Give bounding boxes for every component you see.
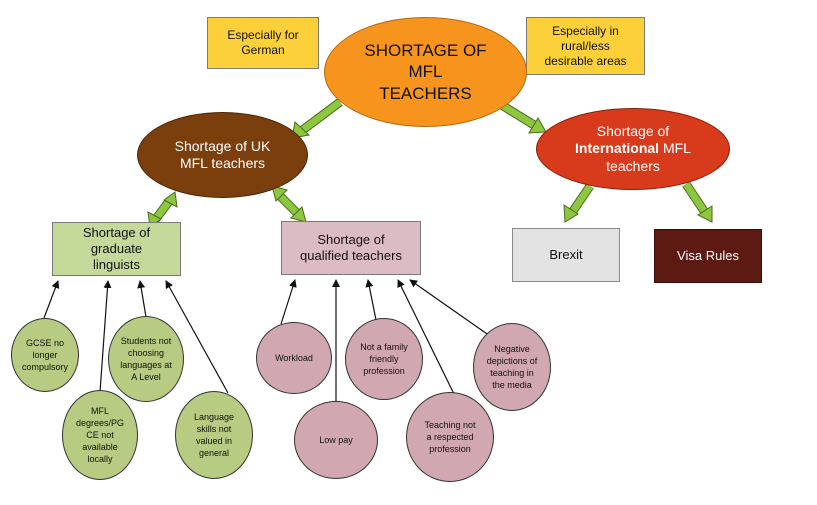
main-topic: SHORTAGE OF MFL TEACHERS (324, 17, 527, 127)
cause-not-respected-text: Teaching not a respected profession (424, 419, 476, 455)
link-students (137, 280, 147, 318)
visa-rules-box: Visa Rules (654, 229, 762, 283)
international-label-post: MFL teachers (606, 140, 691, 174)
cause-low-pay-text: Low pay (319, 434, 353, 445)
cause-degrees-text: MFL degrees/PG CE not available locally (75, 405, 125, 465)
note-especially-german-text: Especially for German (227, 28, 299, 57)
cause-gcse: GCSE no longer compulsory (11, 318, 79, 392)
uk-shortage: Shortage of UK MFL teachers (137, 112, 308, 198)
uk-shortage-label: Shortage of UK MFL teachers (174, 137, 271, 172)
note-rural-areas-text: Especially in rural/less desirable areas (544, 23, 627, 68)
cause-skills: Language skills not valued in general (175, 391, 253, 479)
note-especially-german: Especially for German (207, 17, 319, 69)
international-label-pre: Shortage of (596, 122, 670, 139)
arrow-uk-graduate (147, 191, 178, 228)
cause-not-respected: Teaching not a respected profession (406, 392, 494, 482)
arrow-uk-qualified (271, 185, 307, 223)
link-degrees (99, 280, 112, 393)
cause-workload: Workload (256, 322, 332, 394)
arrow-intl-visa (682, 181, 713, 223)
qualified-teachers-box: Shortage of qualified teachers (281, 221, 421, 275)
cause-workload-text: Workload (275, 352, 313, 363)
arrow-main-to-intl (497, 100, 547, 134)
cause-gcse-text: GCSE no longer compulsory (21, 337, 68, 373)
link-gcse (43, 280, 60, 319)
graduate-linguists-label: Shortage of graduate linguists (82, 224, 151, 273)
link-media (409, 279, 491, 337)
international-label-bold: International (575, 140, 660, 157)
cause-negative-media: Negative depictions of teaching in the m… (473, 323, 551, 411)
cause-not-family-friendly-text: Not a family friendly profession (360, 341, 408, 377)
main-topic-title: SHORTAGE OF MFL TEACHERS (364, 41, 487, 103)
link-family (365, 279, 377, 321)
cause-skills-text: Language skills not valued in general (193, 411, 235, 459)
link-respected (397, 279, 455, 395)
link-skills (165, 280, 229, 394)
cause-students-text: Students not choosing languages at A Lev… (120, 335, 172, 383)
cause-low-pay: Low pay (294, 401, 378, 479)
arrow-main-to-uk (291, 98, 343, 139)
international-shortage-label: Shortage of International MFL teachers (537, 123, 729, 176)
arrow-intl-brexit (563, 183, 594, 223)
link-workload (280, 279, 297, 325)
cause-not-family-friendly: Not a family friendly profession (345, 318, 423, 400)
brexit-label: Brexit (549, 246, 583, 262)
note-rural-areas: Especially in rural/less desirable areas (526, 17, 645, 75)
brexit-box: Brexit (512, 228, 620, 282)
qualified-teachers-label: Shortage of qualified teachers (300, 231, 402, 263)
cause-students: Students not choosing languages at A Lev… (108, 316, 184, 402)
graduate-linguists-box: Shortage of graduate linguists (52, 222, 181, 276)
international-shortage: Shortage of International MFL teachers (536, 108, 730, 190)
cause-negative-media-text: Negative depictions of teaching in the m… (486, 343, 538, 391)
visa-rules-label: Visa Rules (677, 247, 739, 263)
cause-degrees: MFL degrees/PG CE not available locally (62, 390, 138, 480)
